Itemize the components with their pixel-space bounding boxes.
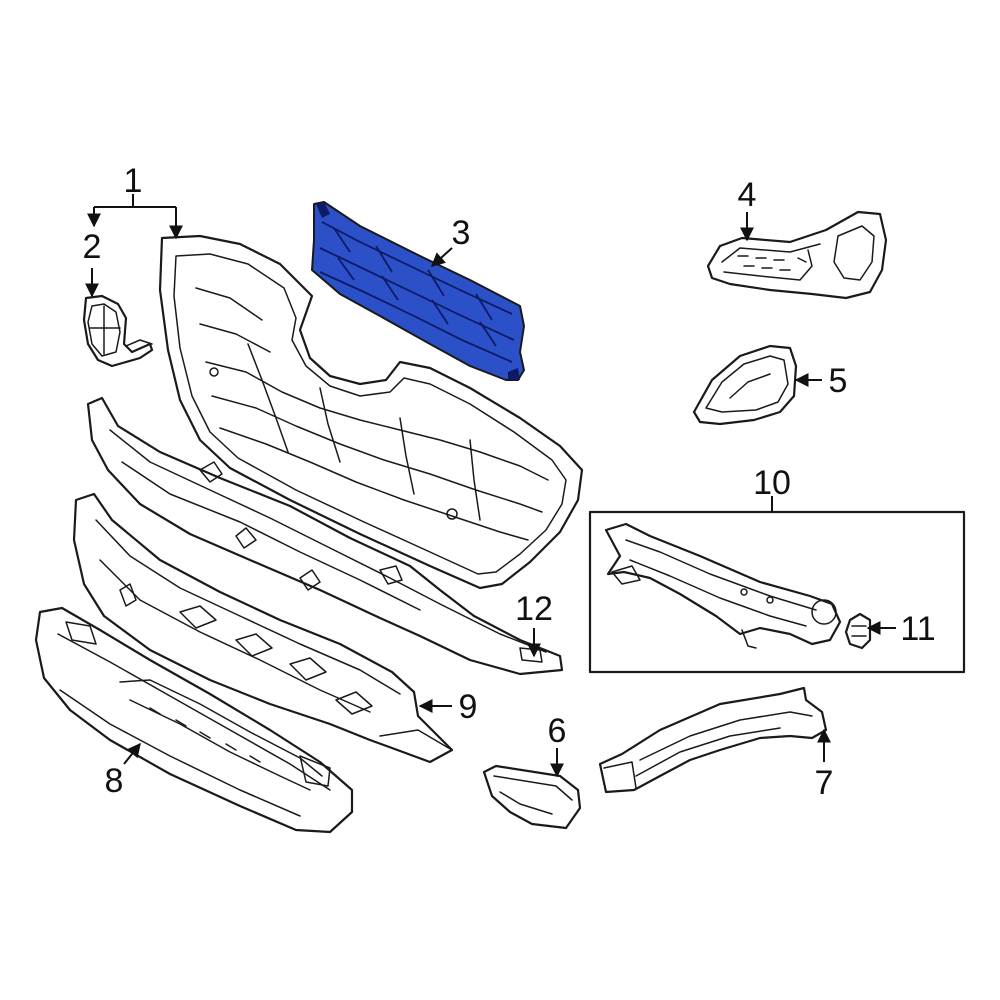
part-5-lamp-cover[interactable]: [692, 344, 798, 426]
part-8-lower-valance[interactable]: [34, 606, 354, 834]
part-7-air-duct[interactable]: [598, 686, 828, 794]
callout-7: 7: [815, 764, 834, 802]
callout-1: 1: [124, 162, 143, 200]
callout-3: 3: [452, 214, 471, 252]
callout-10: 10: [753, 464, 791, 502]
callout-11: 11: [900, 610, 935, 648]
callout-5: 5: [829, 362, 848, 400]
part-12-upper-bracket[interactable]: [86, 396, 564, 676]
callout-9: 9: [459, 688, 478, 726]
part-6-air-duct[interactable]: [482, 764, 582, 830]
callout-8: 8: [105, 762, 124, 800]
leader-lines: [85, 194, 896, 778]
part-3-grille-insert-highlighted[interactable]: [311, 201, 525, 381]
part-9-lower-support[interactable]: [72, 492, 454, 764]
callout-4: 4: [738, 176, 757, 214]
part-1-grille-assembly[interactable]: [158, 234, 584, 590]
part-2-emblem-bracket[interactable]: [82, 294, 154, 368]
part-4-lamp-bezel[interactable]: [706, 210, 888, 300]
part-3-body: [311, 201, 525, 381]
callout-2: 2: [83, 228, 102, 266]
callout-12: 12: [515, 590, 553, 628]
part-10-air-guide-box[interactable]: [588, 510, 966, 674]
callout-labels: 1 2 3 4 5 6 7 8 9 10 11 12: [83, 162, 936, 802]
part-11-clip[interactable]: [844, 612, 872, 650]
callout-6: 6: [548, 712, 567, 750]
